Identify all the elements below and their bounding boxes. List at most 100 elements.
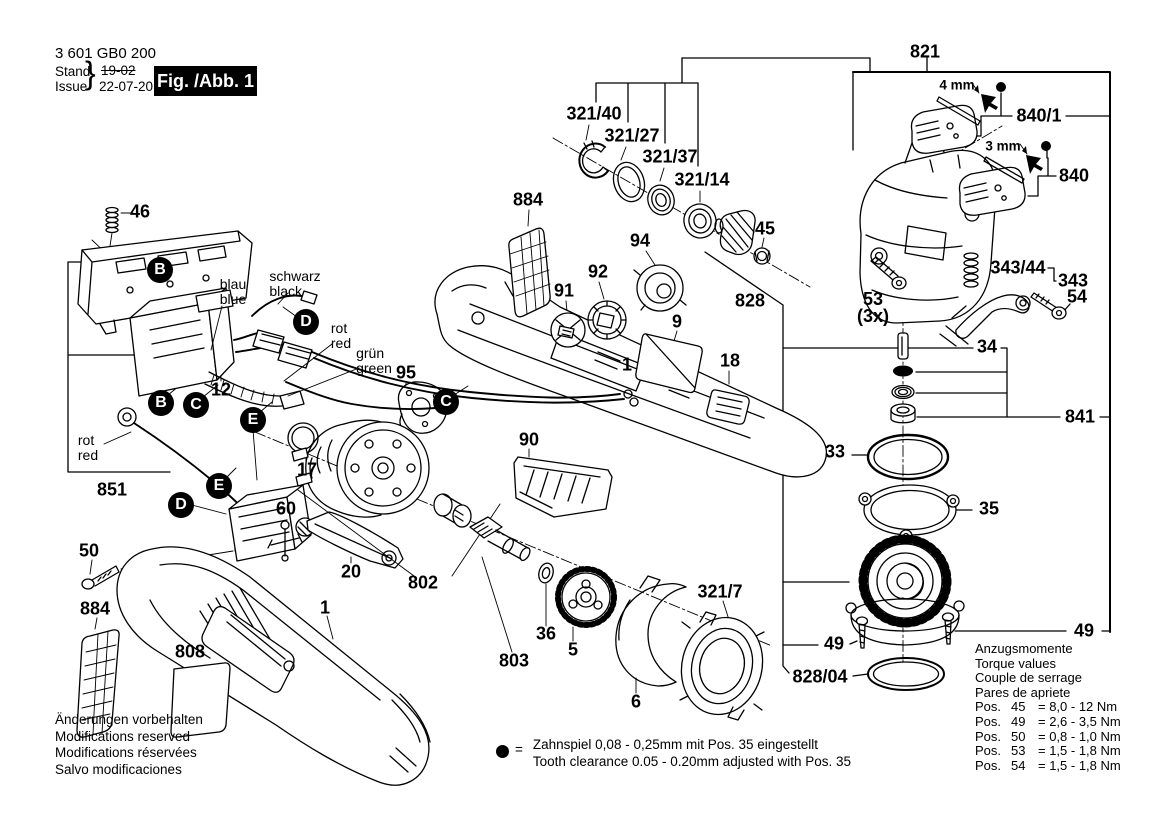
part-label-36: 36 <box>535 623 557 644</box>
retaining-ring-321-40-drawing <box>578 140 609 179</box>
torque-field: Pos. <box>975 743 1002 759</box>
switch-module-drawing <box>228 429 315 562</box>
part-label-321-14: 321/14 <box>674 169 730 190</box>
part-label-60: 60 <box>275 498 297 519</box>
bearing-321-14-drawing <box>683 203 717 239</box>
bullet-icon <box>496 745 509 758</box>
part-label-54: 54 <box>1066 286 1088 307</box>
nut-column-drawing <box>890 403 916 424</box>
label-plate-9-drawing <box>635 333 703 394</box>
wire-harness-drawing <box>103 290 639 445</box>
part-label-schwarz: schwarz black <box>269 268 321 299</box>
part-label-343-44: 343/44 <box>990 257 1046 278</box>
callout-B: B <box>147 257 173 283</box>
callout-D: D <box>293 309 319 335</box>
part-label-17: 17 <box>296 459 318 480</box>
part-label-808: 808 <box>174 641 206 662</box>
bearing-small-drawing <box>891 384 915 400</box>
ribbon-cable-drawing <box>204 371 305 410</box>
modifications-line: Modifications reserved <box>55 728 191 744</box>
issue-label: Issue <box>55 79 88 94</box>
part-label-rot: rot red <box>330 320 352 351</box>
clutch-disc-92-drawing <box>587 300 627 340</box>
cam-ring-94-drawing <box>633 264 687 312</box>
bearing-321-37-drawing <box>647 184 675 216</box>
mesh-panel-884-bottom-drawing <box>76 629 120 738</box>
spindle-803-drawing <box>469 516 531 562</box>
part-label-grün: grün green <box>356 345 392 376</box>
modifications-line: Salvo modificaciones <box>55 761 182 777</box>
screw-49-right-drawing <box>941 612 955 645</box>
stand-value-struck: 19-02 <box>101 63 136 78</box>
clearance-note: = Zahnspiel 0,08 - 0,25mm mit Pos. 35 ei… <box>496 736 851 770</box>
part-label-828: 828 <box>734 290 766 311</box>
part-label-46: 46 <box>129 201 151 222</box>
part-label-840-1: 840/1 <box>1016 105 1062 126</box>
callout-D: D <box>168 492 194 518</box>
callout-C: C <box>433 389 459 415</box>
part-label-95: 95 <box>395 362 417 383</box>
part-label-9: 9 <box>671 311 683 332</box>
torque-row: Pos.45= 8,0 - 12 Nm <box>975 700 1121 715</box>
gear-5-drawing <box>555 566 617 628</box>
shaft-coupler-drawing <box>433 493 472 528</box>
housing-lower-drawing <box>116 542 431 786</box>
flange-321-7-drawing <box>679 611 765 721</box>
part-label-rot: rot red <box>77 432 99 463</box>
torque-row: Pos.54= 1,5 - 1,8 Nm <box>975 757 1121 774</box>
torque-row: Pos.50= 0,8 - 1,0 Nm <box>975 729 1121 745</box>
torque-field: = 1,5 - 1,8 Nm <box>1038 757 1121 773</box>
part-label-4-mm: 4 mm <box>939 77 975 93</box>
screw-54-drawing <box>1030 292 1067 320</box>
torque-field: 53 <box>1011 743 1026 759</box>
spindle-lock-60-drawing <box>267 520 303 562</box>
torque-field: Pos. <box>975 699 1002 715</box>
torque-header-line: Pares de apriete <box>975 684 1071 700</box>
torque-header-line: Anzugsmomente <box>975 641 1073 656</box>
date-brace: } <box>85 55 96 91</box>
part-number: 3 601 GB0 200 <box>55 45 156 62</box>
modifications-line: Modifications réservées <box>55 745 197 760</box>
clip-18-drawing <box>706 389 750 425</box>
part-label-blau: blau blue <box>219 276 247 307</box>
callout-C: C <box>183 392 209 418</box>
part-label-12: 12 <box>210 379 232 400</box>
slider-switch-840-drawing <box>958 141 1051 216</box>
torque-field: Pos. <box>975 757 1002 773</box>
part-label-94: 94 <box>629 230 651 251</box>
part-label-49: 49 <box>1073 620 1095 641</box>
torque-header-line: Couple de serrage <box>975 670 1082 686</box>
screw-53-drawing <box>870 256 907 290</box>
part-label-821: 821 <box>909 41 941 62</box>
part-label-884: 884 <box>512 189 544 210</box>
issue-value: 22-07-20 <box>99 79 154 94</box>
part-label-6: 6 <box>630 691 642 712</box>
nut-45-drawing <box>753 247 771 265</box>
part-label-321-27: 321/27 <box>604 125 660 146</box>
slider-switch-840-1-drawing <box>910 82 1006 154</box>
part-label-841: 841 <box>1064 406 1096 427</box>
part-label-34: 34 <box>976 336 998 357</box>
part-label-53: 53 (3x) <box>856 289 890 326</box>
part-label-49: 49 <box>823 633 845 654</box>
part-label-1: 1 <box>319 597 331 618</box>
part-label-803: 803 <box>498 650 530 671</box>
callout-E: E <box>240 407 266 433</box>
armature-fan-assembly-drawing <box>845 534 965 646</box>
torque-field: 45 <box>1011 699 1026 715</box>
torque-row: Pos.49= 2,6 - 3,5 Nm <box>975 714 1121 730</box>
baffle-90-drawing <box>513 456 613 518</box>
torque-field: = 1,5 - 1,8 Nm <box>1038 743 1121 759</box>
spring-46-drawing <box>105 206 119 234</box>
mesh-panel-884-top-drawing <box>508 227 551 318</box>
part-label-321-40: 321/40 <box>566 103 622 124</box>
clearance-line-de: Zahnspiel 0,08 - 0,25mm mit Pos. 35 eing… <box>532 737 819 752</box>
screw-49-left-drawing <box>855 616 869 649</box>
part-label-840: 840 <box>1058 165 1090 186</box>
part-label-92: 92 <box>587 261 609 282</box>
